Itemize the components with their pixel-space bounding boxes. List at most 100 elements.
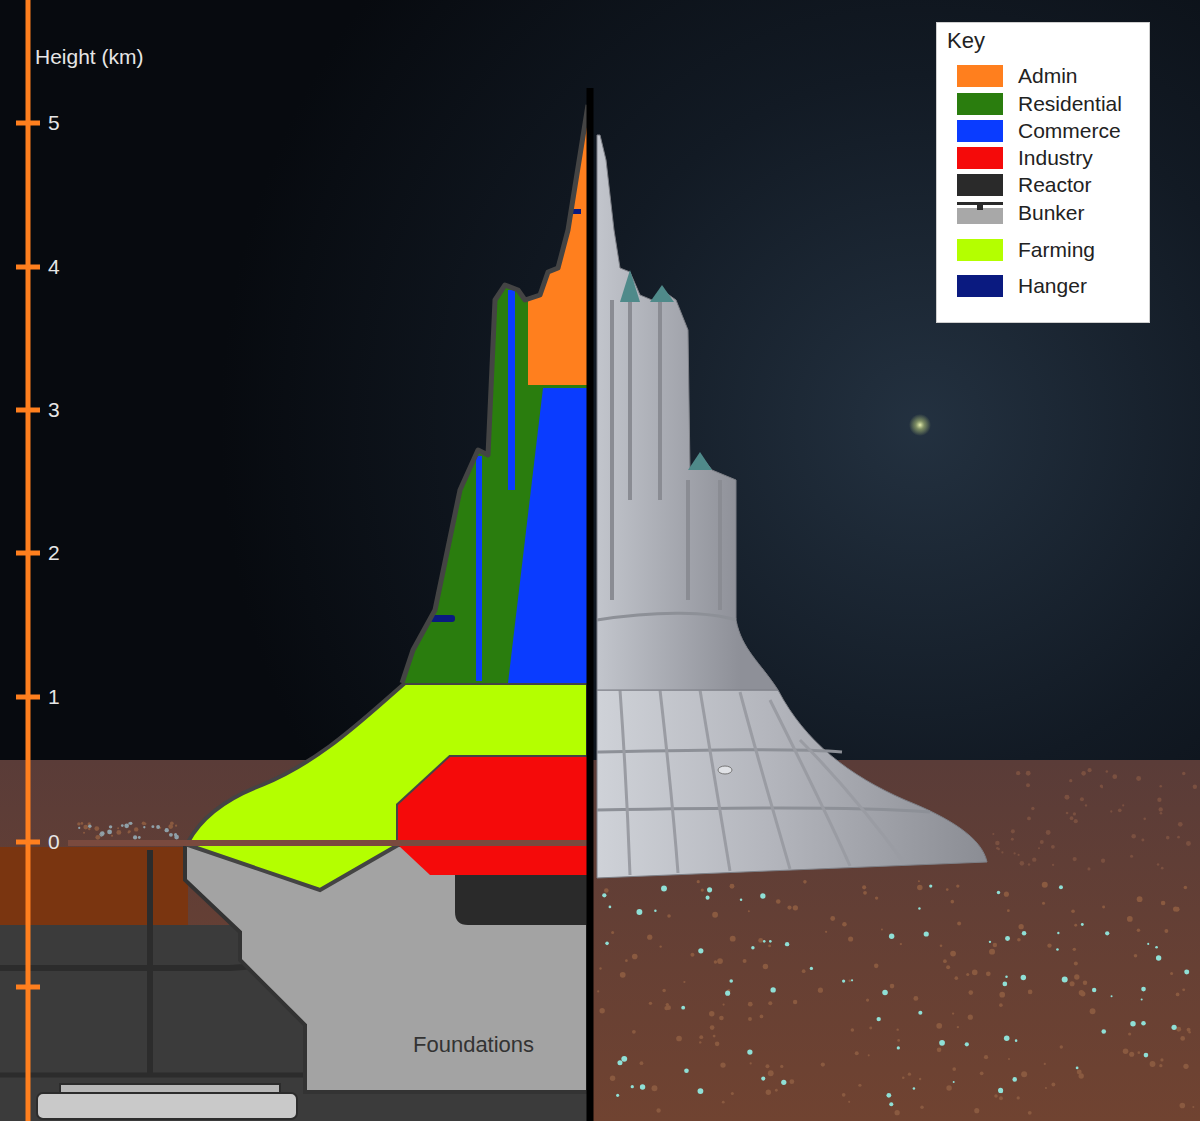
reactor-region <box>455 875 588 925</box>
tower-outline <box>402 105 588 683</box>
speckle <box>937 1048 942 1053</box>
legend-swatch <box>957 65 1003 87</box>
speckle <box>740 899 743 902</box>
cross-section <box>0 88 590 1121</box>
speckle <box>649 1002 652 1005</box>
speckle <box>1074 819 1078 823</box>
speckle <box>1062 976 1068 982</box>
speckle <box>993 943 997 947</box>
speckle <box>81 822 84 825</box>
illustration-part <box>597 613 736 620</box>
speckle <box>129 822 132 825</box>
speckle <box>730 936 736 942</box>
speckle <box>862 885 866 889</box>
legend-text: Farming <box>1018 237 1095 263</box>
speckle <box>1026 783 1030 787</box>
speckle <box>1182 772 1185 775</box>
speckle <box>1180 1103 1186 1109</box>
speckle <box>848 979 851 982</box>
speckle <box>765 1064 769 1068</box>
speckle <box>882 990 888 996</box>
speckle <box>1005 975 1008 978</box>
speckle <box>597 990 599 992</box>
speckle <box>1073 857 1077 861</box>
speckle <box>1137 896 1143 902</box>
illustration-part <box>597 750 842 752</box>
speckle <box>1008 1058 1010 1060</box>
speckle <box>917 885 923 891</box>
speckle <box>1157 863 1160 866</box>
speckle <box>1017 938 1021 942</box>
speckle <box>640 1061 644 1065</box>
bunker-sample-body <box>957 208 1003 224</box>
speckle <box>1100 784 1103 787</box>
speckle <box>1101 859 1105 863</box>
speckle <box>1018 924 1023 929</box>
speckle <box>1013 852 1015 854</box>
legend-swatch <box>957 120 1003 142</box>
speckle <box>900 943 902 945</box>
speckle <box>851 1028 855 1032</box>
speckle <box>168 824 173 829</box>
speckle <box>1130 1021 1135 1026</box>
legend-text: Bunker <box>1018 200 1085 226</box>
speckle <box>1141 998 1143 1000</box>
legend-swatch <box>957 275 1003 297</box>
speckle <box>1070 816 1074 820</box>
speckle <box>175 825 177 827</box>
commerce-region <box>508 388 588 683</box>
speckle <box>997 848 999 850</box>
speckle <box>1090 1008 1096 1014</box>
speckle <box>787 905 791 909</box>
speckle <box>848 936 853 941</box>
illustration-part <box>800 740 905 864</box>
speckle <box>165 828 169 832</box>
speckle <box>758 938 763 943</box>
speckle <box>874 964 879 969</box>
speckle <box>770 987 775 992</box>
speckle <box>974 1108 979 1113</box>
speckle <box>763 940 766 943</box>
speckle <box>818 988 823 993</box>
commerce-shaft <box>508 290 515 490</box>
speckle <box>842 922 847 927</box>
speckle <box>1051 845 1055 849</box>
speckle <box>1130 855 1133 858</box>
speckle <box>919 1078 921 1080</box>
speckle <box>1079 1073 1084 1078</box>
speckle <box>617 1060 622 1065</box>
illustration-part <box>16 123 40 987</box>
speckle <box>848 1101 850 1103</box>
speckle <box>1007 909 1010 912</box>
speckle <box>830 916 835 921</box>
speckle <box>1150 1061 1156 1067</box>
speckle <box>88 828 90 830</box>
legend-text: Hanger <box>1018 273 1087 299</box>
speckle <box>83 825 88 830</box>
speckle <box>1059 885 1063 889</box>
speckle <box>699 1041 701 1043</box>
illustration-part <box>620 270 640 302</box>
speckle <box>1144 1053 1149 1058</box>
speckle <box>632 954 638 960</box>
speckle <box>121 824 124 827</box>
speckle <box>156 825 160 829</box>
speckle <box>725 991 730 996</box>
speckle <box>913 996 918 1001</box>
speckle <box>768 1070 774 1076</box>
speckle <box>842 979 845 982</box>
speckle <box>940 944 943 947</box>
axis-tick-label: 2 <box>48 540 60 565</box>
speckle <box>913 1087 915 1089</box>
speckle <box>1092 988 1096 992</box>
speckle <box>1042 902 1045 905</box>
illustration-part <box>686 480 690 600</box>
speckle <box>950 951 956 957</box>
speckle <box>1060 1045 1063 1048</box>
speckle <box>989 941 991 943</box>
speckle <box>1001 851 1003 853</box>
speckle <box>939 1040 945 1046</box>
speckle <box>761 1077 765 1081</box>
legend-row: Bunker <box>937 200 1149 226</box>
